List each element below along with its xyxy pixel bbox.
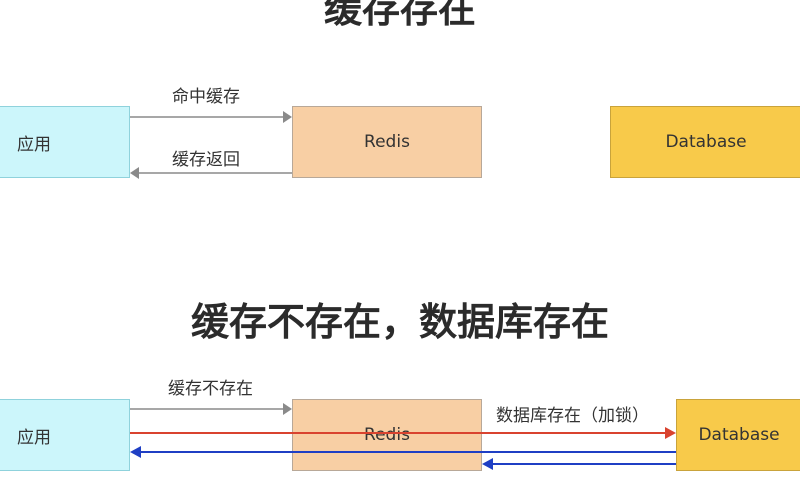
redis-node-2-label: Redis [364,425,410,445]
arrow-cache-miss-label: 缓存不存在 [168,379,253,399]
database-node-1: Database [610,106,800,178]
arrow-cache-return-label: 缓存返回 [172,150,240,170]
arrow-cache-return-head [130,167,139,179]
arrow-db-to-redis-blue-head [482,458,493,470]
app-node-1: 应用 [0,106,130,178]
arrow-hit-cache-label: 命中缓存 [172,87,240,107]
database-node-1-label: Database [665,132,747,152]
app-node-1-label: 应用 [17,134,51,155]
database-node-2-label: Database [698,425,780,445]
arrow-db-query-red-head [665,427,676,439]
section1-title: 缓存存在 [323,0,476,31]
app-node-2: 应用 [0,399,130,471]
arrow-db-exists-label: 数据库存在（加锁） [496,406,649,426]
database-node-2: Database [676,399,800,471]
redis-node-1: Redis [292,106,482,178]
redis-node-2: Redis [292,399,482,471]
redis-node-1-label: Redis [364,132,410,152]
app-node-2-label: 应用 [17,427,51,448]
arrow-db-return-blue-head [130,446,141,458]
section2-title: 缓存不存在，数据库存在 [190,300,609,344]
arrow-cache-miss-head [283,403,292,415]
arrow-hit-cache-head [283,111,292,123]
